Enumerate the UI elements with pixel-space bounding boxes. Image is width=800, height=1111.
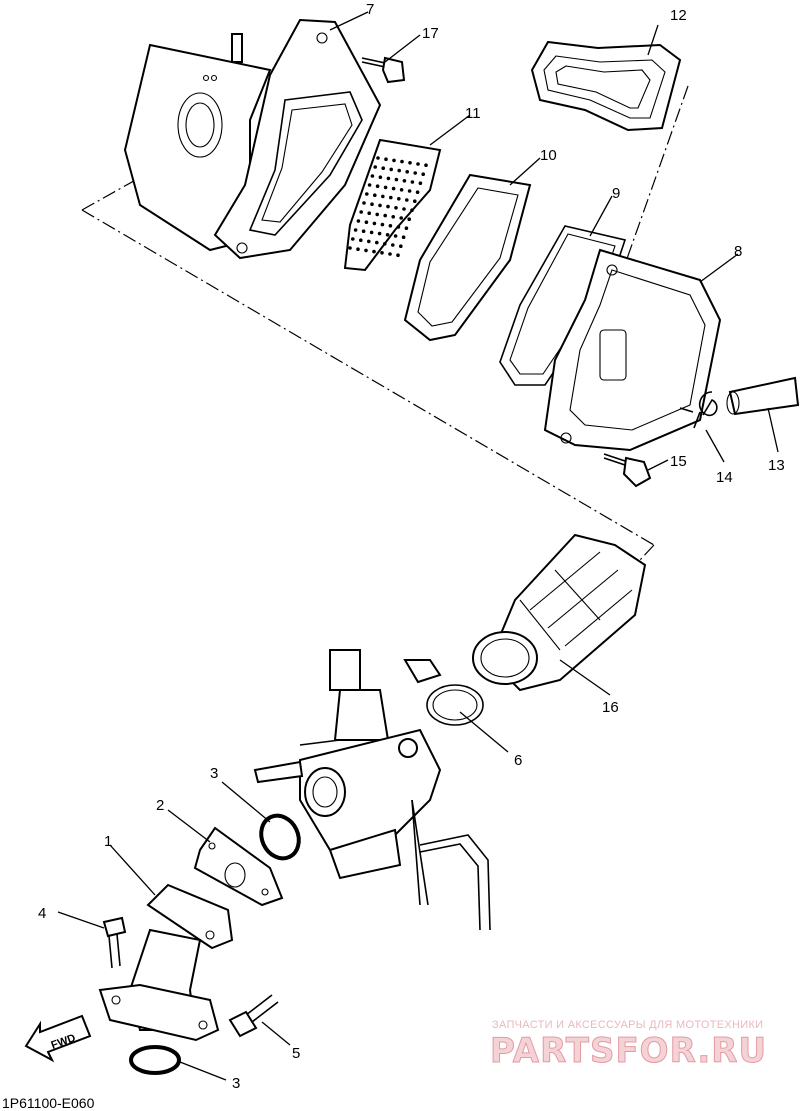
watermark-logo: PARTSFOR.RU (490, 1031, 767, 1071)
callout-6: 6 (514, 752, 522, 769)
callout-leader-lines (57, 11, 779, 1081)
callout-3-upper: 3 (210, 765, 218, 782)
filter-mesh-part-11 (343, 138, 442, 272)
callout-5: 5 (292, 1045, 300, 1062)
watermark-tagline: ЗАПЧАСТИ И АКСЕССУАРЫ ДЛЯ МОТОТЕХНИКИ (492, 1019, 763, 1031)
joint-part-16 (472, 533, 647, 692)
intake-manifold-part-1 (98, 883, 234, 1042)
callout-11: 11 (465, 105, 481, 122)
callout-12: 12 (670, 7, 687, 24)
rubber-seal-part-12 (530, 40, 682, 132)
forward-direction-arrow: FWD (24, 1014, 92, 1063)
callout-2: 2 (156, 797, 164, 814)
o-ring-part-3-upper (259, 813, 301, 861)
callout-8: 8 (734, 243, 742, 260)
callout-15: 15 (670, 453, 687, 470)
watermark: ЗАПЧАСТИ И АКСЕССУАРЫ ДЛЯ МОТОТЕХНИКИ PA… (490, 1019, 767, 1072)
case-seal-part-7 (213, 18, 382, 260)
o-ring-part-3-lower (129, 1045, 181, 1075)
air-cleaner-case (123, 33, 272, 252)
breather-tube-part-13 (679, 376, 800, 416)
bolt-part-4 (102, 916, 127, 969)
callout-14: 14 (716, 469, 733, 486)
callout-3-lower: 3 (232, 1075, 240, 1092)
callout-1: 1 (104, 833, 112, 850)
callout-7: 7 (366, 1, 374, 18)
spacer-part-2 (193, 826, 284, 907)
bolt-part-5 (228, 994, 279, 1038)
callout-10: 10 (540, 147, 557, 164)
callout-4: 4 (38, 905, 46, 922)
carburetor (253, 649, 491, 931)
callout-13: 13 (768, 457, 785, 474)
callout-16: 16 (602, 699, 619, 716)
callout-17: 17 (422, 25, 439, 42)
clip-part-14 (693, 391, 718, 429)
clamp-part-6 (403, 659, 484, 726)
callout-9: 9 (612, 185, 620, 202)
diagram-code: 1P61100-E060 (2, 1095, 95, 1111)
screw-part-15 (603, 453, 652, 488)
case-cover-part-8 (543, 248, 722, 452)
bolt-part-17 (361, 56, 406, 84)
callout-labels: 7 17 12 11 10 9 8 15 14 13 16 6 3 2 1 4 … (38, 1, 785, 1092)
filter-element-part-10 (403, 173, 532, 342)
